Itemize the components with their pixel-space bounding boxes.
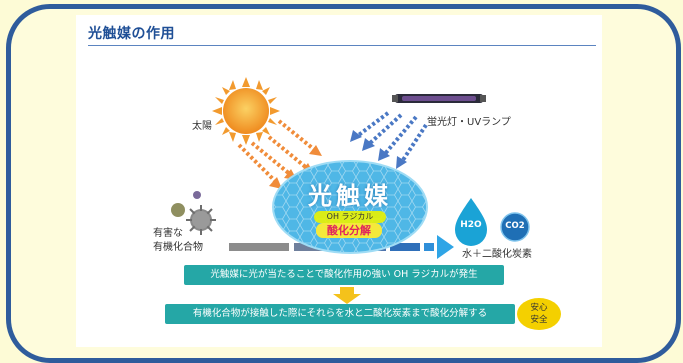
step2-banner: 有機化合物が接触した際にそれらを水と二酸化炭素まで酸化分解する	[165, 304, 515, 324]
photocatalyst-label: 光触媒	[308, 182, 392, 210]
uv-lamp-icon	[392, 94, 486, 103]
safety-badge: 安心 安全	[517, 298, 561, 330]
title-divider	[88, 45, 596, 46]
decomposition-label: 酸化分解	[327, 224, 371, 237]
co2-label: CO2	[505, 221, 525, 231]
sun-icon	[212, 77, 280, 145]
step1-banner: 光触媒に光が当たることで酸化作用の強い OH ラジカルが発生	[184, 265, 504, 285]
oh-radical-label: OH ラジカル	[326, 212, 374, 221]
organic-compound-particles	[171, 191, 216, 235]
lamp-label: 蛍光灯・UVランプ	[427, 117, 511, 128]
products-label: 水＋二酸化炭素	[462, 249, 532, 260]
badge-line-1: 安心	[530, 303, 548, 313]
water-label: H2O	[460, 220, 482, 230]
slide-panel: 光触媒の作用	[76, 15, 602, 347]
down-arrow	[333, 287, 361, 304]
photocatalyst-bubble	[272, 160, 428, 254]
hazard-line-2: 有機化合物	[153, 242, 203, 253]
co2-icon	[500, 212, 530, 242]
hazard-line-1: 有害な	[153, 228, 183, 239]
uv-light-arrows	[350, 111, 428, 169]
badge-line-2: 安全	[530, 315, 548, 325]
diagram-canvas	[171, 77, 530, 304]
hazardous-compound-label: 有害な 有機化合物	[153, 227, 213, 255]
water-drop-icon	[455, 198, 487, 246]
sun-label: 太陽	[192, 121, 212, 132]
page-title: 光触媒の作用	[88, 26, 175, 42]
